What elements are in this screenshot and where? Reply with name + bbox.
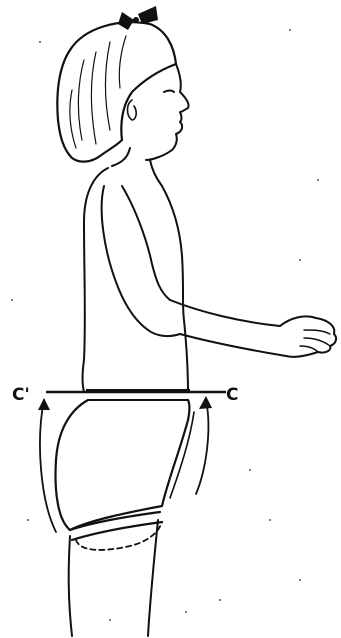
hair-strands (70, 36, 126, 148)
tape-back (40, 400, 56, 532)
tape-front-inner (170, 412, 194, 498)
tape-back-arrow (38, 398, 50, 410)
upper-arm (102, 186, 148, 330)
ear (128, 100, 137, 120)
elbow (148, 330, 180, 336)
upper-arm-inner (122, 186, 170, 300)
front-leg (148, 520, 158, 636)
forearm (170, 300, 286, 356)
face-profile (146, 64, 189, 160)
back-leg (69, 536, 72, 636)
front-line (162, 186, 188, 392)
hand-fingers (300, 330, 330, 352)
neck (112, 148, 162, 186)
hair-bow (118, 6, 158, 30)
eye (164, 91, 174, 93)
tape-front-arrow (199, 396, 212, 409)
underpants-outline (56, 400, 190, 530)
tape-front (196, 400, 208, 494)
label-c: C (226, 385, 238, 405)
label-c-prime: C' (12, 385, 30, 405)
hair (57, 22, 176, 161)
back-line (83, 168, 109, 392)
hand (280, 316, 336, 356)
